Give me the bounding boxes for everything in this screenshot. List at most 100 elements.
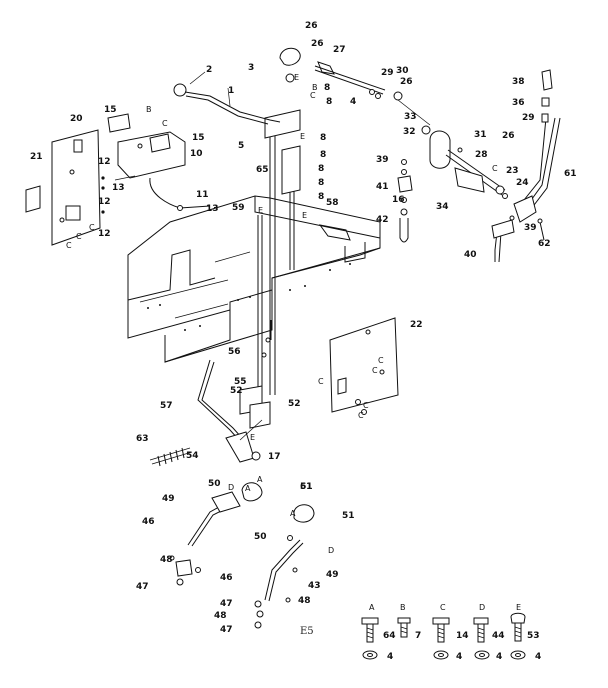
callout: 12 bbox=[98, 197, 111, 207]
legend-washer-number: 4 bbox=[535, 652, 541, 662]
callout: 50 bbox=[254, 532, 267, 542]
letter-callout: C bbox=[310, 91, 316, 100]
handle-assembly bbox=[107, 113, 211, 211]
legend-letter: D bbox=[479, 603, 485, 612]
callout: 12 bbox=[98, 229, 111, 239]
callout: 24 bbox=[516, 178, 529, 188]
callout: 48 bbox=[160, 555, 173, 565]
letter-callout: C bbox=[66, 241, 72, 250]
callout: 55 bbox=[234, 377, 247, 387]
callout: 49 bbox=[162, 494, 175, 504]
callout: 8 bbox=[324, 83, 330, 93]
diagram-code: E5 bbox=[300, 626, 314, 637]
callout: 8 bbox=[320, 150, 326, 160]
callout: 15 bbox=[192, 133, 205, 143]
callout: 13 bbox=[112, 183, 125, 193]
callout: 40 bbox=[464, 250, 477, 260]
callout: 61 bbox=[564, 169, 577, 179]
right-linkage bbox=[397, 125, 515, 263]
legend-part-number: 44 bbox=[492, 631, 505, 641]
callout: 31 bbox=[474, 130, 487, 140]
letter-callout: E bbox=[250, 433, 255, 442]
letter-callout: C bbox=[89, 223, 95, 232]
callout: 62 bbox=[538, 239, 551, 249]
callout: 65 bbox=[256, 165, 269, 175]
callout: 41 bbox=[376, 182, 389, 192]
legend-letter: A bbox=[369, 603, 375, 612]
callout: 47 bbox=[220, 625, 233, 635]
legend-part-number: 7 bbox=[415, 631, 421, 641]
callout: 26 bbox=[311, 39, 324, 49]
shift-lever bbox=[173, 71, 281, 125]
callout: 20 bbox=[70, 114, 83, 124]
legend-item-b: B 7 bbox=[397, 603, 421, 641]
callout: 38 bbox=[512, 77, 525, 87]
callout: 63 bbox=[136, 434, 149, 444]
callout: 56 bbox=[228, 347, 241, 357]
letter-callouts: A A A B B C C C C C C C C C C C D D E E … bbox=[66, 73, 498, 555]
letter-callout: B bbox=[146, 105, 152, 114]
callout: 12 bbox=[98, 157, 111, 167]
callout: 5 bbox=[238, 141, 244, 151]
callout: 22 bbox=[410, 320, 423, 330]
left-side-panel bbox=[25, 129, 105, 246]
lower-shift-arms bbox=[169, 482, 315, 629]
legend-item-a: A 64 4 bbox=[361, 603, 396, 662]
letter-callout: E bbox=[300, 132, 305, 141]
letter-callout: C bbox=[162, 119, 168, 128]
callout: 1 bbox=[228, 86, 234, 96]
legend-washer-number: 4 bbox=[387, 652, 393, 662]
legend-item-c: C 14 4 bbox=[432, 603, 469, 662]
callout: 47 bbox=[220, 599, 233, 609]
callout: 51 bbox=[300, 482, 313, 492]
lower-linkage bbox=[149, 359, 263, 467]
callout: 49 bbox=[326, 570, 339, 580]
callout: 2 bbox=[206, 65, 212, 75]
lever-knob bbox=[173, 83, 187, 97]
legend-part-number: 53 bbox=[527, 631, 540, 641]
legend-part-number: 64 bbox=[383, 631, 396, 641]
callout: 61 bbox=[300, 482, 313, 492]
callout: 34 bbox=[436, 202, 449, 212]
callout: 59 bbox=[232, 203, 245, 213]
letter-callout: C bbox=[492, 164, 498, 173]
callout: 36 bbox=[512, 98, 525, 108]
callout: 29 bbox=[381, 68, 394, 78]
callout: 26 bbox=[502, 131, 515, 141]
callout: 46 bbox=[220, 573, 233, 583]
far-right-rods bbox=[509, 69, 561, 241]
right-side-panel bbox=[329, 317, 399, 415]
callout: 43 bbox=[308, 581, 321, 591]
legend-letter: B bbox=[400, 603, 406, 612]
letter-callout: A bbox=[290, 509, 296, 518]
callout: 42 bbox=[376, 215, 389, 225]
callout: 52 bbox=[230, 386, 243, 396]
callout: 23 bbox=[506, 166, 519, 176]
callout: 29 bbox=[522, 113, 535, 123]
callout: 8 bbox=[318, 192, 324, 202]
callout: 26 bbox=[305, 21, 318, 31]
letter-callout: C bbox=[378, 356, 384, 365]
callout: 13 bbox=[206, 204, 219, 214]
callout: 16 bbox=[392, 195, 405, 205]
legend-item-e: E 53 4 bbox=[510, 603, 541, 662]
callout: 47 bbox=[136, 582, 149, 592]
callout: 54 bbox=[186, 451, 199, 461]
legend-letter: E bbox=[516, 603, 521, 612]
legend-washer-number: 4 bbox=[456, 652, 462, 662]
vertical-lift-rods bbox=[239, 109, 301, 429]
callout: 8 bbox=[318, 164, 324, 174]
letter-callout: C bbox=[358, 411, 364, 420]
callout: 32 bbox=[403, 127, 416, 137]
fastener-legend: A 64 4 B 7 C 14 bbox=[361, 603, 541, 662]
letter-callout: A bbox=[245, 484, 251, 493]
callout: 3 bbox=[248, 63, 254, 73]
legend-item-d: D 44 4 bbox=[473, 603, 505, 662]
main-frame bbox=[127, 195, 381, 363]
callout: 15 bbox=[104, 105, 117, 115]
callout: 39 bbox=[524, 223, 537, 233]
callout: 52 bbox=[288, 399, 301, 409]
callout: 48 bbox=[214, 611, 227, 621]
letter-callout: C bbox=[372, 366, 378, 375]
